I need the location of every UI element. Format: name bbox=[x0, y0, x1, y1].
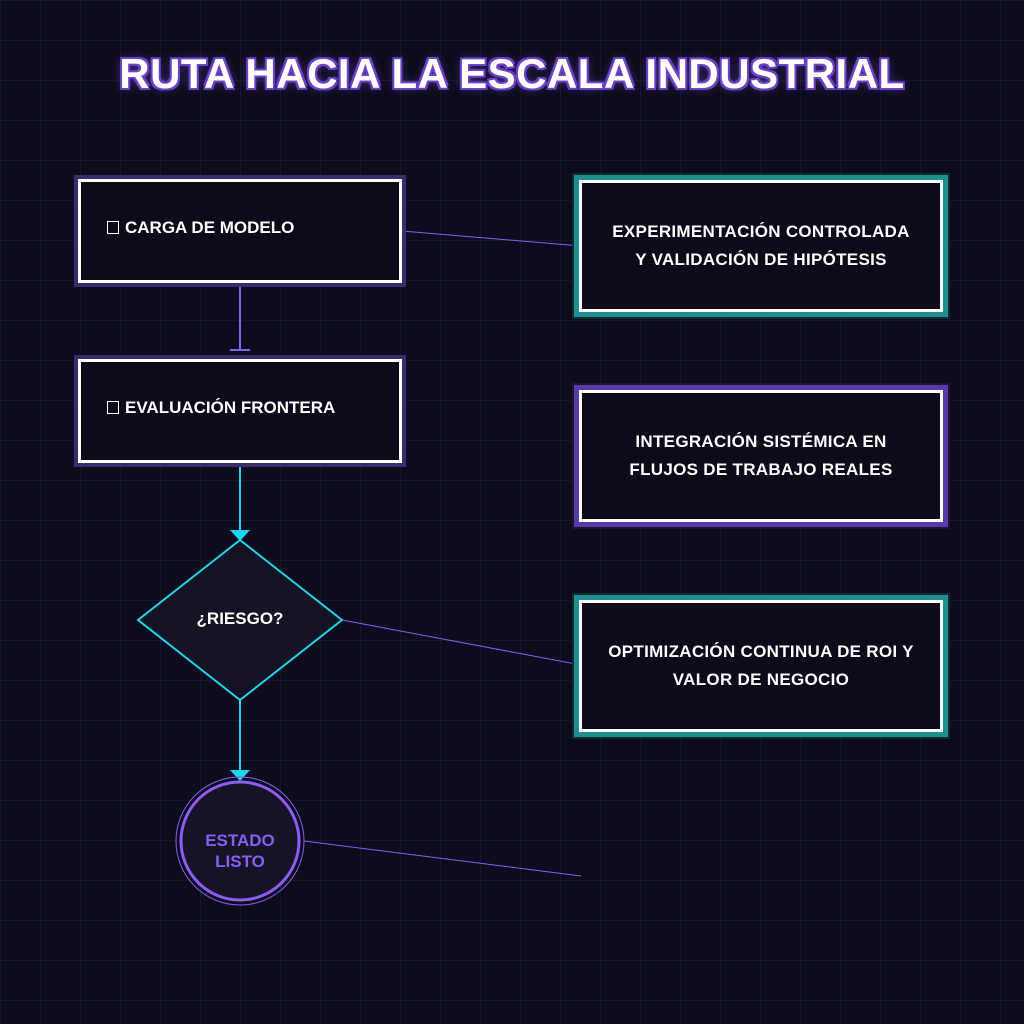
decision-diamond bbox=[136, 538, 344, 702]
end-label: ESTADO LISTO bbox=[195, 830, 285, 872]
card-text: EXPERIMENTACIÓN CONTROLADA Y VALIDACIÓN D… bbox=[612, 218, 909, 274]
card-integracion: INTEGRACIÓN SISTÉMICA EN FLUJOS DE TRABAJ… bbox=[579, 390, 943, 522]
link-carga-card bbox=[401, 230, 582, 247]
missing-glyph-icon bbox=[107, 401, 119, 414]
step-evaluacion-frontera: EVALUACIÓN FRONTERA bbox=[74, 355, 406, 467]
end-circle-halo bbox=[175, 776, 305, 906]
card-line: Y VALIDACIÓN DE HIPÓTESIS bbox=[635, 250, 887, 269]
missing-glyph-icon bbox=[107, 221, 119, 234]
link-riesgo-card bbox=[341, 619, 582, 666]
step-label: EVALUACIÓN FRONTERA bbox=[107, 398, 335, 418]
end-label-line1: ESTADO bbox=[205, 831, 275, 850]
card-line: VALOR DE NEGOCIO bbox=[672, 670, 850, 689]
link-estado-card bbox=[303, 840, 582, 877]
end-label-line2: LISTO bbox=[215, 852, 265, 871]
step-label: CARGA DE MODELO bbox=[107, 218, 294, 238]
decision-label: ¿RIESGO? bbox=[196, 609, 284, 628]
card-line: FLUJOS DE TRABAJO REALES bbox=[629, 460, 893, 479]
card-line: EXPERIMENTACIÓN CONTROLADA bbox=[612, 222, 910, 241]
arrowhead-icon bbox=[230, 530, 250, 541]
card-experimentacion: EXPERIMENTACIÓN CONTROLADA Y VALIDACIÓN D… bbox=[579, 180, 943, 312]
step-text: EVALUACIÓN FRONTERA bbox=[125, 398, 336, 417]
step-text: CARGA DE MODELO bbox=[125, 218, 295, 237]
arrowhead-icon bbox=[230, 770, 250, 781]
card-line: INTEGRACIÓN SISTÉMICA EN bbox=[635, 432, 887, 451]
card-line: OPTIMIZACIÓN CONTINUA DE ROI Y bbox=[608, 642, 914, 661]
card-text: OPTIMIZACIÓN CONTINUA DE ROI Y VALOR DE N… bbox=[608, 638, 914, 694]
card-text: INTEGRACIÓN SISTÉMICA EN FLUJOS DE TRABAJ… bbox=[629, 428, 892, 484]
card-optimizacion: OPTIMIZACIÓN CONTINUA DE ROI Y VALOR DE N… bbox=[579, 600, 943, 732]
page-title: RUTA HACIA LA ESCALA INDUSTRIAL bbox=[119, 50, 905, 97]
step-carga-de-modelo: CARGA DE MODELO bbox=[74, 175, 406, 287]
end-circle bbox=[179, 780, 301, 902]
